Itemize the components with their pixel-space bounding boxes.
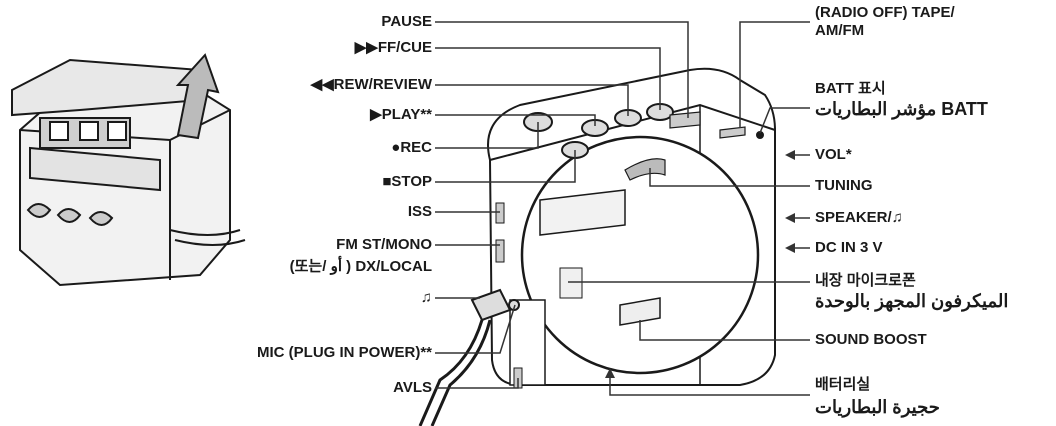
label-tuning: TUNING — [815, 177, 873, 194]
label-vol: VOL* — [815, 146, 852, 163]
leader-mic — [435, 304, 516, 354]
label-ff-cue: ▶▶FF/CUE — [354, 39, 432, 56]
label-avls: AVLS — [393, 379, 432, 396]
label-pause: PAUSE — [381, 13, 432, 30]
leader-stop — [435, 150, 576, 183]
leader-batt — [759, 107, 810, 134]
label-stop: ■STOP — [382, 173, 432, 190]
label-battery-ko: 배터리실 — [815, 376, 871, 393]
label-speaker: SPEAKER/♫ — [815, 209, 903, 226]
label-batt-ko: BATT 표시 — [815, 80, 886, 97]
leader-sound-boost — [639, 320, 810, 341]
label-dc-in: DC IN 3 V — [815, 239, 883, 256]
label-mic-builtin-ko: 내장 마이크로폰 — [815, 272, 916, 289]
leader-rew-review — [435, 84, 629, 116]
leader-battery — [609, 378, 810, 396]
label-batt-ar: مؤشر البطاريات BATT — [815, 99, 988, 119]
label-sound-boost: SOUND BOOST — [815, 331, 927, 348]
leader-play — [435, 114, 596, 126]
label-radio-off-line1: (RADIO OFF) TAPE/ — [815, 4, 955, 21]
label-battery-ar: حجيرة البطاريات — [815, 397, 940, 417]
leader-rec — [435, 122, 539, 149]
main-device — [487, 67, 776, 389]
label-mic-plug-in-power: MIC (PLUG IN POWER)** — [257, 344, 432, 361]
leader-ff-cue — [435, 47, 661, 110]
headphone-plug — [418, 288, 512, 426]
leader-avls — [435, 378, 519, 389]
label-play: ▶PLAY** — [370, 106, 432, 123]
leader-tuning — [649, 168, 810, 187]
label-dx-local: (또는/ أو ) DX/LOCAL — [289, 258, 432, 275]
leader-radio-off — [739, 21, 810, 128]
label-rew-review: ◀◀REW/REVIEW — [310, 76, 432, 93]
label-fm-st-mono: FM ST/MONO — [336, 236, 432, 253]
label-iss: ISS — [407, 203, 432, 220]
headphones-icon: ♫ — [420, 289, 432, 306]
open-lid-arrow-icon — [175, 53, 220, 140]
label-radio-off-line2: AM/FM — [815, 22, 865, 39]
label-rec: ●REC — [391, 139, 432, 156]
leader-pause — [435, 21, 689, 118]
label-mic-builtin-ar: الميكرفون المجهز بالوحدة — [815, 291, 1009, 311]
